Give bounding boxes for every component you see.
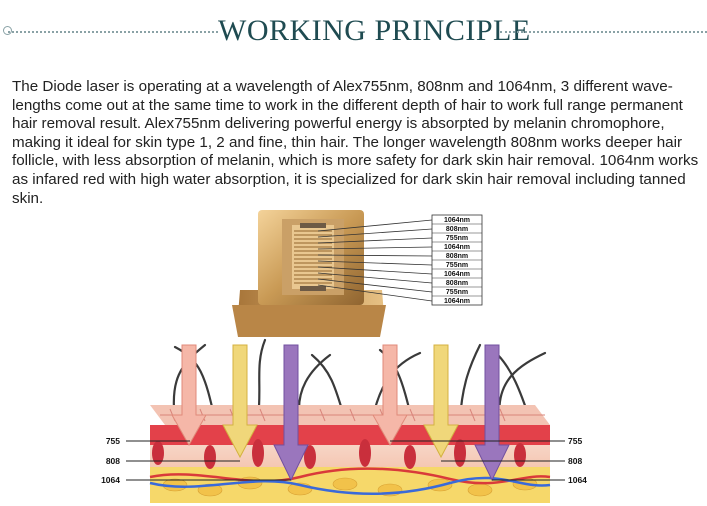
depth-label-left: 755	[106, 436, 120, 446]
wavelength-label: 755nm	[446, 262, 468, 269]
arrow-755-left	[171, 344, 207, 447]
description-paragraph: The Diode laser is operating at a wavele…	[12, 78, 699, 207]
arrow-755-right	[372, 344, 408, 447]
wavelength-label: 808nm	[446, 280, 468, 287]
depth-label-right: 1064	[568, 475, 587, 485]
depth-label-right: 755	[568, 436, 582, 446]
wavelength-label: 1064nm	[444, 271, 470, 278]
wavelength-label: 1064nm	[444, 298, 470, 305]
wavelength-label: 755nm	[446, 235, 468, 242]
dotted-rule-left	[8, 31, 218, 33]
depth-label-right: 808	[568, 456, 582, 466]
page-title: WORKING PRINCIPLE	[218, 14, 531, 47]
arrow-1064-left	[273, 344, 309, 482]
wavelength-label: 1064nm	[444, 217, 470, 224]
depth-lines	[126, 440, 565, 481]
arrow-808-left	[222, 344, 258, 459]
wavelength-label: 755nm	[446, 289, 468, 296]
handpiece-image	[232, 210, 386, 337]
wavelength-label: 808nm	[446, 253, 468, 260]
laser-diagram: 1064nm 808nm 755nm 1064nm 808nm 755nm 10…	[101, 210, 587, 503]
wavelength-label: 1064nm	[444, 244, 470, 251]
depth-label-left: 1064	[101, 475, 120, 485]
wavelength-label: 808nm	[446, 226, 468, 233]
section-header: WORKING PRINCIPLE	[0, 8, 707, 48]
dotted-rule-cap	[3, 26, 12, 35]
dotted-rule-right	[500, 31, 707, 33]
wavelength-table: 1064nm 808nm 755nm 1064nm 808nm 755nm 10…	[431, 214, 483, 306]
leader-lines	[317, 219, 433, 302]
arrow-1064-right	[474, 344, 510, 482]
depth-label-left: 808	[106, 456, 120, 466]
